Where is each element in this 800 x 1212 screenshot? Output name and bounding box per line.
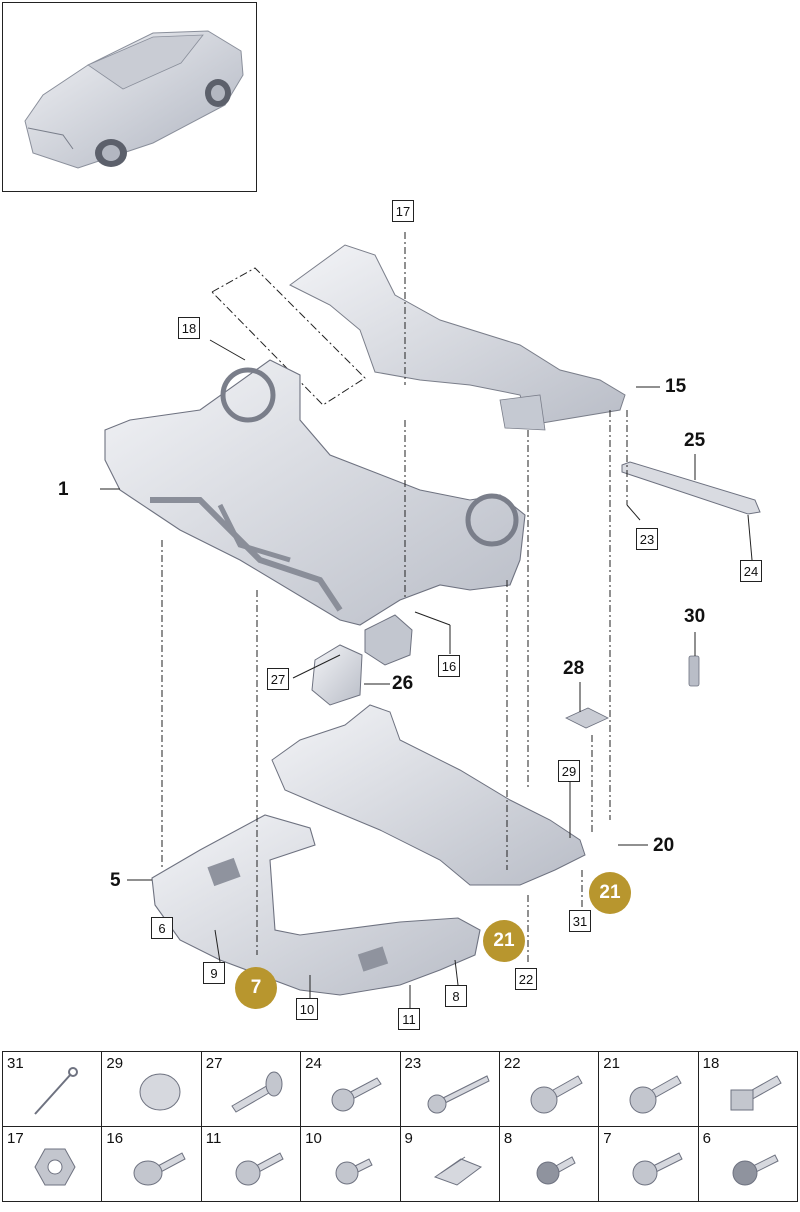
- callout-26: 26: [392, 673, 414, 694]
- callout-25: 25: [684, 430, 706, 451]
- part-cell[interactable]: 27: [200, 1051, 302, 1127]
- hex-bolt-icon: [730, 1075, 782, 1111]
- torx-bolt-icon: [235, 1152, 284, 1186]
- car-illustration: [24, 30, 244, 169]
- exploded-diagram: [100, 232, 761, 1008]
- upper-crossmember: [289, 244, 626, 431]
- part-cell[interactable]: 23: [399, 1051, 500, 1127]
- part-number: 18: [702, 1055, 720, 1072]
- upper-underbody-panel: [271, 704, 586, 886]
- part-cell[interactable]: 18: [697, 1051, 799, 1127]
- callout-22: 22: [515, 968, 537, 990]
- part-number: 29: [106, 1055, 124, 1072]
- cotter-pin-icon: [34, 1067, 78, 1115]
- part-cell[interactable]: 8: [498, 1126, 600, 1202]
- part-number: 11: [205, 1130, 222, 1147]
- parts-row-1: 31 29 27 24 23 22 21 18: [1, 1051, 799, 1127]
- lower-underbody-panel: [151, 814, 481, 996]
- part-cell[interactable]: 7: [598, 1126, 699, 1202]
- bracket-plate: [621, 461, 761, 515]
- part-number: 27: [205, 1055, 223, 1072]
- part-number: 23: [404, 1055, 422, 1072]
- torx-bolt-icon: [632, 1152, 683, 1186]
- part-cell[interactable]: 9: [399, 1126, 500, 1202]
- part-cell[interactable]: 17: [1, 1126, 103, 1202]
- part-cell[interactable]: 10: [300, 1126, 401, 1202]
- callout-20: 20: [653, 835, 675, 856]
- callout-11: 11: [398, 1008, 420, 1030]
- washer-screw-icon: [536, 1156, 576, 1185]
- pan-head-bolt-icon: [133, 1152, 187, 1186]
- callout-8: 8: [445, 985, 467, 1007]
- part-cell[interactable]: 31: [1, 1051, 103, 1127]
- plug-cap-icon: [139, 1073, 181, 1111]
- part-number: 9: [404, 1130, 413, 1147]
- vehicle-thumbnail: [2, 2, 257, 192]
- callout-10: 10: [296, 998, 318, 1020]
- part-number: 10: [305, 1130, 322, 1147]
- long-bolt-icon: [427, 1075, 490, 1114]
- part-number: 17: [7, 1130, 24, 1147]
- part-number: 7: [603, 1130, 612, 1147]
- callout-23: 23: [636, 528, 658, 550]
- parts-row-2: 17 16 11 10 9 8 7 6: [1, 1126, 799, 1202]
- small-pad: [688, 655, 700, 687]
- rivet-bolt-icon: [231, 1071, 283, 1113]
- callout-17: 17: [392, 200, 414, 222]
- callout-15: 15: [665, 376, 687, 397]
- part-number: 16: [106, 1130, 124, 1147]
- callout-24: 24: [740, 560, 762, 582]
- engine-mount: [311, 614, 413, 706]
- callout-27: 27: [267, 668, 289, 690]
- callout-16: 16: [438, 655, 460, 677]
- adhesive-pad: [565, 707, 609, 729]
- callout-18: 18: [178, 317, 200, 339]
- part-number: 21: [603, 1055, 620, 1072]
- part-number: 22: [503, 1055, 521, 1072]
- part-number: 24: [305, 1055, 322, 1072]
- part-number: 8: [503, 1130, 513, 1147]
- callout-31: 31: [569, 910, 591, 932]
- callout-21-circle-right: 21: [589, 872, 631, 914]
- part-cell[interactable]: 6: [697, 1126, 799, 1202]
- washer-bolt-icon: [331, 1077, 382, 1112]
- callout-6: 6: [151, 917, 173, 939]
- flange-bolt-icon: [530, 1075, 583, 1114]
- part-cell[interactable]: 24: [300, 1051, 401, 1127]
- part-cell[interactable]: 29: [101, 1051, 202, 1127]
- part-cell[interactable]: 22: [498, 1051, 600, 1127]
- part-number: 6: [702, 1130, 711, 1147]
- short-torx-bolt-icon: [335, 1158, 373, 1185]
- callout-9: 9: [203, 962, 225, 984]
- part-cell[interactable]: 21: [598, 1051, 699, 1127]
- clip-nut-icon: [433, 1156, 482, 1186]
- callout-1: 1: [58, 479, 69, 500]
- part-cell[interactable]: 16: [101, 1126, 202, 1202]
- part-number: 31: [7, 1055, 24, 1072]
- front-subframe: [104, 359, 526, 626]
- parts-legend-table: 31 29 27 24 23 22 21 18 17 16 11 10 9 8: [1, 1051, 799, 1202]
- part-cell[interactable]: 11: [200, 1126, 302, 1202]
- callout-7-circle: 7: [235, 967, 277, 1009]
- callout-28: 28: [563, 658, 585, 679]
- flange-bolt-icon: [629, 1075, 682, 1114]
- flange-screw-icon: [732, 1154, 779, 1186]
- callout-29: 29: [558, 760, 580, 782]
- callout-30: 30: [684, 606, 706, 627]
- hex-nut-icon: [34, 1148, 76, 1186]
- callout-21-circle-left: 21: [483, 920, 525, 962]
- callout-5: 5: [110, 870, 121, 891]
